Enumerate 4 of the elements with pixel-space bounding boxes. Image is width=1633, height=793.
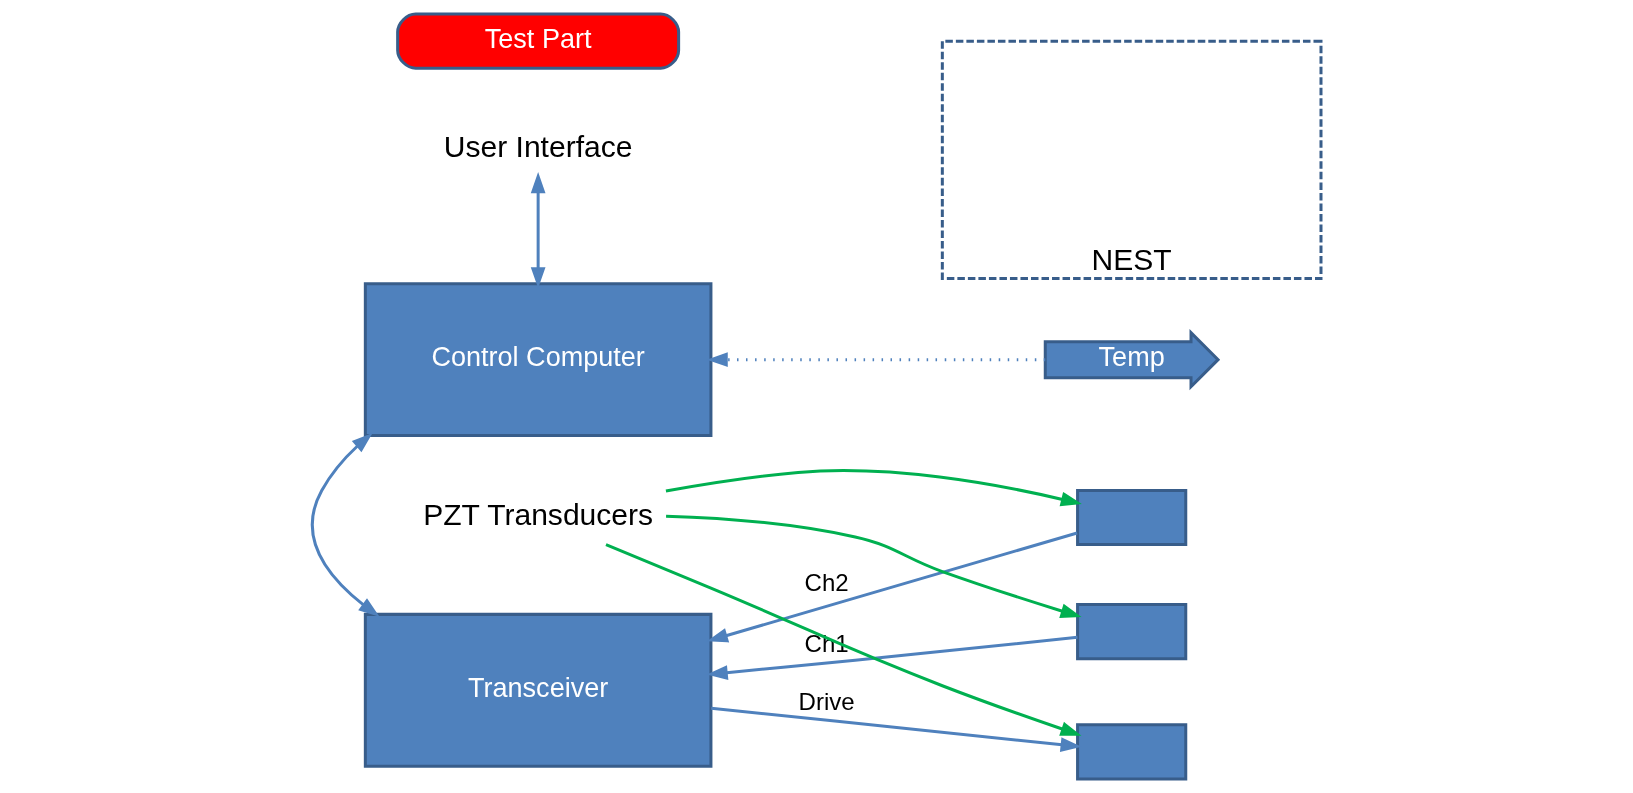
node-text: User Interface bbox=[443, 129, 633, 163]
edge-label: Ch2 bbox=[804, 568, 849, 596]
node-text: PZT Transducers bbox=[423, 497, 654, 531]
edge-label: Drive bbox=[798, 687, 855, 715]
